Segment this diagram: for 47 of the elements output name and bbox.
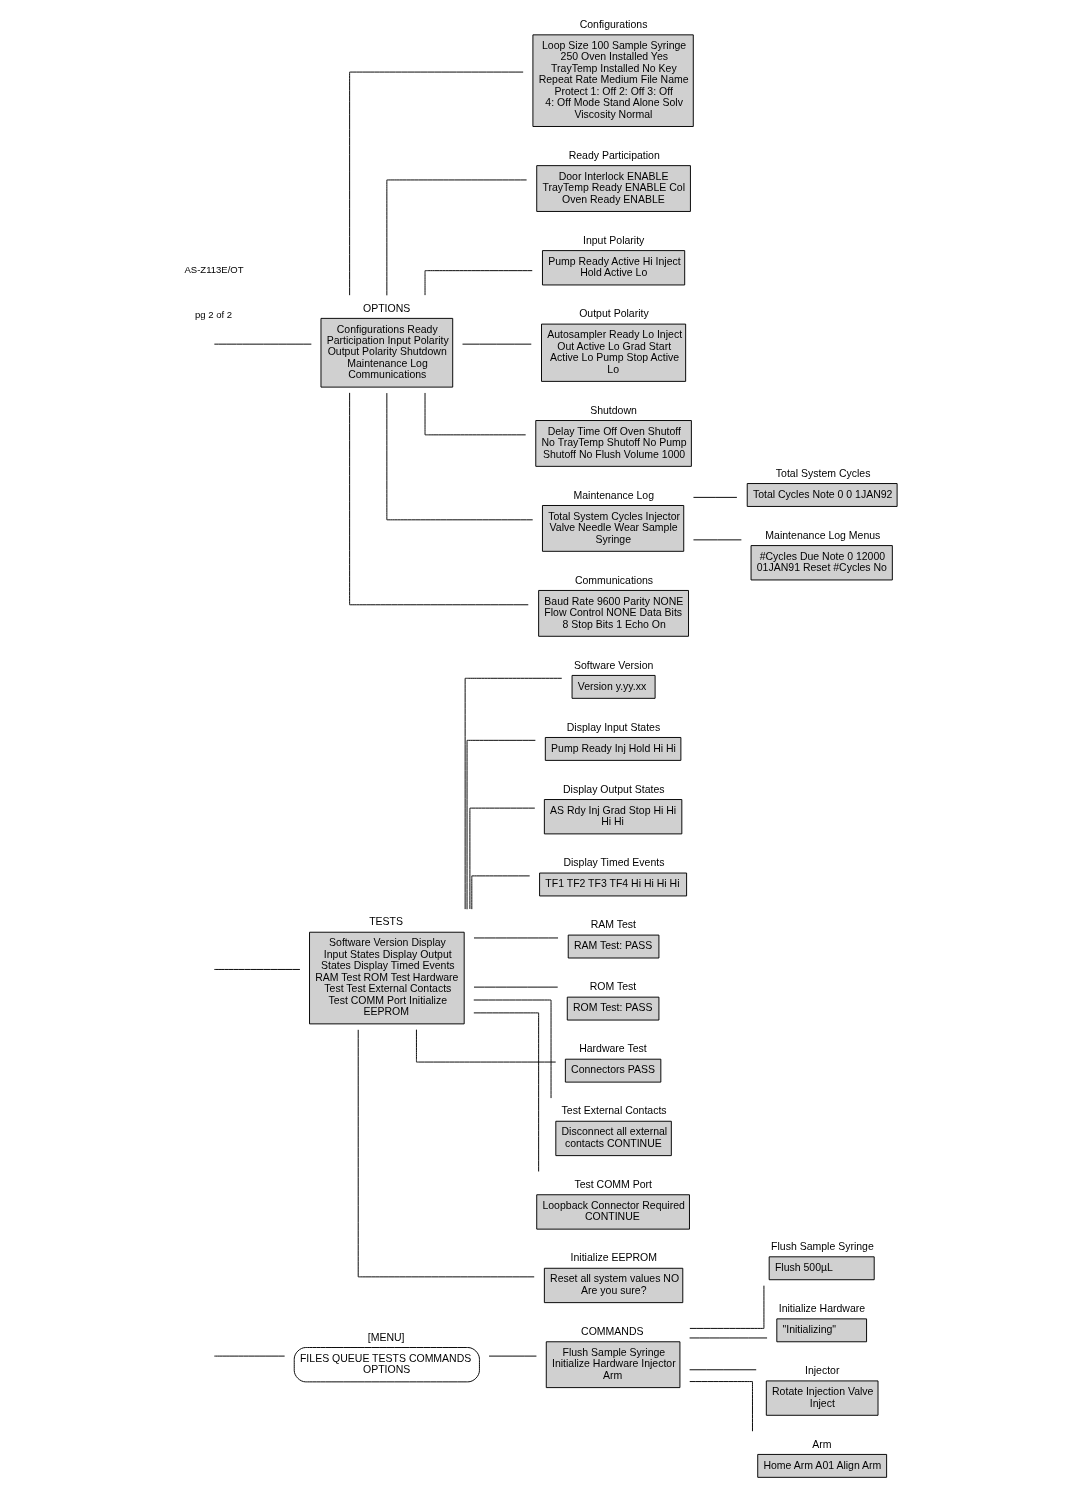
connector [466, 739, 536, 910]
node-label: Configurations [579, 17, 647, 30]
node-label: Hardware Test [578, 1042, 647, 1055]
node-label: Initialize EEPROM [570, 1251, 657, 1264]
node-label: Initialize Hardware [778, 1301, 865, 1314]
node-label: Input Polarity [582, 233, 644, 246]
node-label: Shutdown [589, 403, 637, 416]
node-label: OPTIONS [362, 301, 410, 314]
connector [415, 1029, 556, 1063]
node-label: Flush Sample Syringe [770, 1239, 874, 1252]
node-label: Display Timed Events [562, 856, 664, 869]
connector [385, 392, 533, 521]
connector [688, 1369, 757, 1371]
connector [424, 392, 526, 436]
node-label: TESTS [368, 915, 403, 928]
node-label: Test COMM Port [573, 1177, 652, 1190]
node-label: Communications [574, 573, 653, 586]
label: pg 2 of 2 [194, 308, 232, 320]
node-label: Maintenance Log [572, 488, 654, 501]
connector [464, 677, 562, 910]
connector [470, 875, 530, 910]
node-label: Injector [804, 1364, 839, 1377]
connector [692, 496, 737, 498]
connector [472, 999, 552, 1099]
node-label: ROM Test [589, 980, 636, 993]
connector [357, 1029, 535, 1278]
node-label: Arm [811, 1437, 831, 1450]
node-label: COMMANDS [580, 1324, 644, 1337]
node-label: Maintenance Log Menus [764, 528, 880, 541]
connector [348, 71, 524, 296]
node-label: Output Polarity [578, 307, 649, 320]
connector [348, 392, 529, 606]
node-label: Software Version [573, 658, 653, 671]
connector [424, 270, 533, 296]
node-label: Display Output States [562, 782, 665, 795]
connector [688, 1381, 753, 1432]
node-label: Ready Participation [568, 148, 660, 161]
node-label: Total System Cycles [775, 466, 870, 479]
node-label: Display Input States [566, 720, 660, 733]
connector [688, 1285, 764, 1329]
node-label: [MENU] [367, 1330, 404, 1343]
label: AS-Z113E/OT [183, 264, 244, 276]
node-label: RAM Test [590, 918, 636, 931]
node-label: Test External Contacts [561, 1104, 667, 1117]
connector [213, 969, 300, 970]
connector [468, 807, 535, 910]
connector [472, 1012, 539, 1172]
